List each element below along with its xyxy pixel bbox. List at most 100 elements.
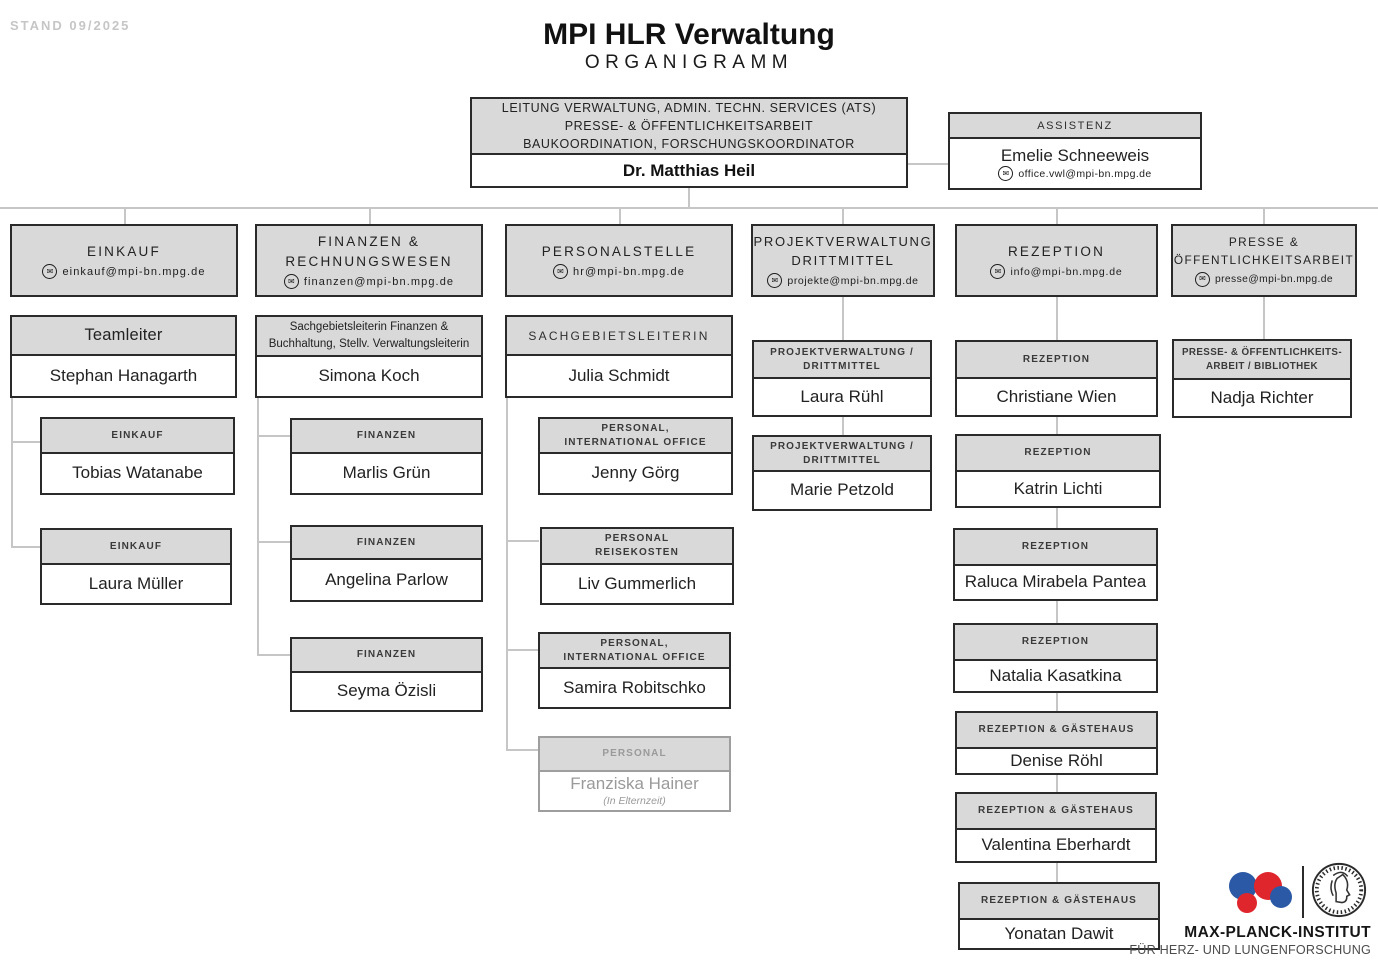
role-label: PERSONAL REISEKOSTEN [595,533,679,558]
connector-line [904,163,948,165]
role-label: EINKAUF [109,540,163,552]
connector-line [11,398,13,548]
dept-projektverwaltung-box: PROJEKTVERWALTUNG DRITTMITTEL ✉ projekte… [751,224,935,297]
dept-personalstelle-box: PERSONALSTELLE ✉ hr@mpi-bn.mpg.de [505,224,733,297]
role-label: REZEPTION [1021,541,1090,552]
staff-box: EINKAUF Tobias Watanabe [40,417,235,495]
connector-line [506,749,539,751]
person-name: Denise Röhl [1010,750,1103,770]
connector-line [257,435,291,437]
leave-note: (In Elternzeit) [603,794,666,807]
envelope-icon: ✉ [283,274,299,290]
dept-title: PRESSE & ÖFFENTLICHKEITSARBEIT [1173,235,1355,267]
connector-line [0,207,1378,209]
dept-presse-box: PRESSE & ÖFFENTLICHKEITSARBEIT ✉ presse@… [1171,224,1357,297]
connector-line [11,441,41,443]
envelope-icon: ✉ [998,166,1014,181]
connector-line [1263,208,1265,225]
person-name: Franziska Hainer [570,774,699,794]
minerva-icon [1311,862,1367,918]
connector-line [842,208,844,225]
staff-box: FINANZEN Marlis Grün [290,418,483,495]
email-row: ✉ projekte@mpi-bn.mpg.de [767,273,918,289]
institute-logo: MAX-PLANCK-INSTITUT FÜR HERZ- UND LUNGEN… [1129,858,1375,968]
staff-box: REZEPTION & GÄSTEHAUS Yonatan Dawit [958,882,1160,950]
connector-line [124,208,126,225]
connector-line [842,417,844,435]
email-text: finanzen@mpi-bn.mpg.de [303,275,455,288]
person-name: Natalia Kasatkina [989,665,1122,685]
role-label: FINANZEN [356,430,417,441]
connector-line [257,398,259,656]
email-text: hr@mpi-bn.mpg.de [573,265,685,278]
envelope-icon: ✉ [990,264,1006,280]
email-row: ✉ einkauf@mpi-bn.mpg.de [42,264,206,280]
institute-name: MAX-PLANCK-INSTITUT [1184,924,1371,941]
connector-line [1056,508,1058,528]
role-label: REZEPTION & GÄSTEHAUS [981,895,1137,906]
dept-rezeption-box: REZEPTION ✉ info@mpi-bn.mpg.de [955,224,1158,297]
staff-box: PROJEKTVERWALTUNG / DRITTMITTEL Laura Rü… [752,340,932,417]
person-name: Nadja Richter [1210,387,1314,407]
email-text: info@mpi-bn.mpg.de [1010,265,1123,278]
person-name: Jenny Görg [591,463,680,483]
staff-box-parental-leave: PERSONAL Franziska Hainer (In Elternzeit… [538,736,731,812]
email-row: ✉ presse@mpi-bn.mpg.de [1194,271,1333,287]
staff-box: PRESSE- & ÖFFENTLICHKEITS- ARBEIT / BIBL… [1172,339,1352,418]
staff-box: Teamleiter Stephan Hanagarth [10,315,237,398]
role-label: PRESSE- & ÖFFENTLICHKEITS- ARBEIT / BIBL… [1181,346,1343,372]
role-label: PERSONAL [602,748,667,759]
email-row: ✉ info@mpi-bn.mpg.de [990,264,1123,280]
envelope-icon: ✉ [767,273,783,289]
dept-title: REZEPTION [1007,243,1106,259]
role-label: SACHGEBIETSLEITERIN [528,328,710,343]
staff-box: PERSONAL REISEKOSTEN Liv Gummerlich [540,527,734,605]
person-name: Liv Gummerlich [577,573,697,593]
connector-line [11,546,41,548]
staff-box: REZEPTION & GÄSTEHAUS Denise Röhl [955,711,1158,775]
role-label: REZEPTION & GÄSTEHAUS [978,724,1135,735]
person-name: Tobias Watanabe [72,463,203,483]
connector-line [506,398,508,751]
molecule-dots-icon [1229,872,1292,913]
staff-box: SACHGEBIETSLEITERIN Julia Schmidt [505,315,733,398]
role-label: EINKAUF [111,429,164,441]
envelope-icon: ✉ [1194,271,1210,287]
person-name: Seyma Özisli [336,681,437,701]
connector-line [257,654,291,656]
connector-line [1056,208,1058,225]
person-name: Raluca Mirabela Pantea [964,572,1147,592]
person-name: Marie Petzold [790,480,894,500]
staff-box: REZEPTION Christiane Wien [955,340,1158,417]
connector-line [842,297,844,340]
staff-box: EINKAUF Laura Müller [40,528,232,605]
connector-line [1056,775,1058,792]
connector-line [1056,417,1058,434]
person-name: Christiane Wien [996,386,1117,406]
person-name: Laura Rühl [800,386,884,406]
leadership-roles: LEITUNG VERWALTUNG, ADMIN. TECHN. SERVIC… [501,101,877,152]
person-name: Laura Müller [88,573,184,593]
assistant-box: ASSISTENZ Emelie Schneeweis ✉ office.vwl… [948,112,1202,190]
connector-line [506,649,539,651]
dept-title: PROJEKTVERWALTUNG DRITTMITTEL [753,233,933,268]
connector-line [369,208,371,225]
role-label: Teamleiter [84,326,163,344]
person-name: Stephan Hanagarth [49,365,198,385]
dept-finanzen-box: FINANZEN & RECHNUNGSWESEN ✉ finanzen@mpi… [255,224,483,297]
email-text: office.vwl@mpi-bn.mpg.de [1018,167,1152,180]
page-subtitle: ORGANIGRAMM [584,52,794,73]
email-text: einkauf@mpi-bn.mpg.de [62,265,206,278]
person-name: Dr. Matthias Heil [622,160,756,180]
institute-subtitle: FÜR HERZ- UND LUNGENFORSCHUNG [1129,943,1371,957]
person-name: Emelie Schneeweis [1000,146,1150,165]
dept-title: PERSONALSTELLE [541,243,697,259]
role-label: FINANZEN [356,536,417,548]
staff-box: Sachgebietsleiterin Finanzen & Buchhaltu… [255,315,483,398]
connector-line [257,541,291,543]
person-name: Katrin Lichti [1013,478,1103,498]
staff-box: REZEPTION & GÄSTEHAUS Valentina Eberhard… [955,792,1157,863]
role-label: PROJEKTVERWALTUNG / DRITTMITTEL [770,440,914,466]
email-row: ✉ finanzen@mpi-bn.mpg.de [283,274,455,290]
